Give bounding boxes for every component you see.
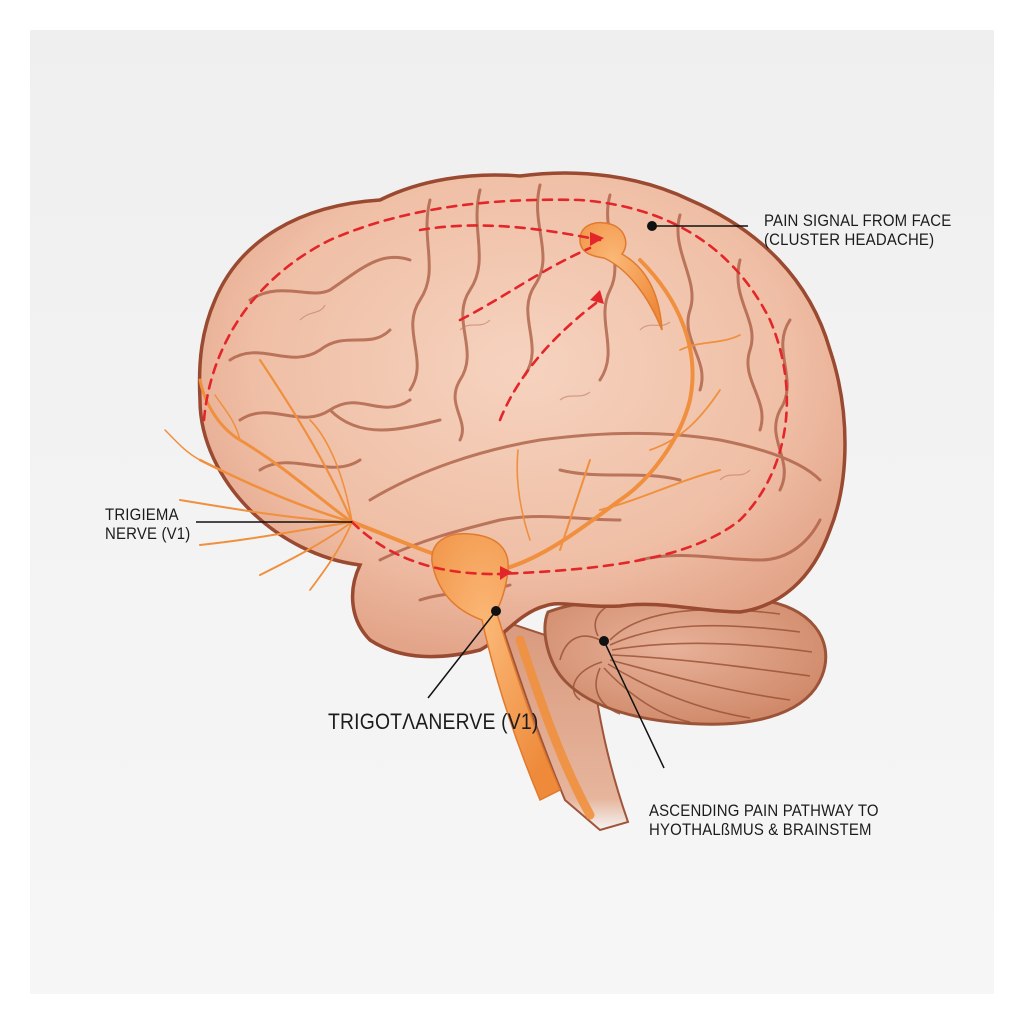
cerebellum [543, 594, 828, 726]
leader-lines [196, 225, 748, 769]
label-trigeminal-left: TRIGIEMA NERVE (V1) [105, 505, 190, 543]
label-trigeminal-left-line1: TRIGIEMA [105, 505, 179, 524]
label-ascending-pathway: ASCENDING PAIN PATHWAY TO HYOTHALßMUS & … [649, 801, 879, 839]
label-ascending-pathway-line2: HYOTHALßMUS & BRAINSTEM [649, 820, 872, 840]
cerebrum [197, 171, 847, 659]
label-pain-signal-line1: PAIN SIGNAL FROM FACE [764, 211, 952, 230]
label-pain-signal-line2: (CLUSTER HEADACHE) [764, 230, 935, 250]
label-trigeminal-bottom-line1: TRIGOTΛANERVE (V1) [328, 709, 539, 734]
ascending-pathway-leader-line [603, 640, 665, 769]
pathway-arrowheads [500, 232, 604, 580]
label-pain-signal: PAIN SIGNAL FROM FACE (CLUSTER HEADACHE) [764, 211, 951, 249]
trigeminal-bottom-dot [491, 606, 501, 616]
trigeminal-nerve-branches [164, 258, 741, 591]
ascending-pathway-dot [599, 636, 609, 646]
trigeminal-bottom-leader-line [427, 610, 497, 699]
label-trigeminal-left-line2: NERVE (V1) [105, 524, 191, 544]
ganglia [431, 221, 663, 802]
pointer-dots [491, 221, 657, 646]
pain-signal-dot [647, 221, 657, 231]
label-ascending-pathway-line1: ASCENDING PAIN PATHWAY TO [649, 801, 879, 820]
label-trigeminal-bottom: TRIGOTΛANERVE (V1) [328, 709, 539, 735]
pain-pathway-dashes [202, 198, 789, 576]
